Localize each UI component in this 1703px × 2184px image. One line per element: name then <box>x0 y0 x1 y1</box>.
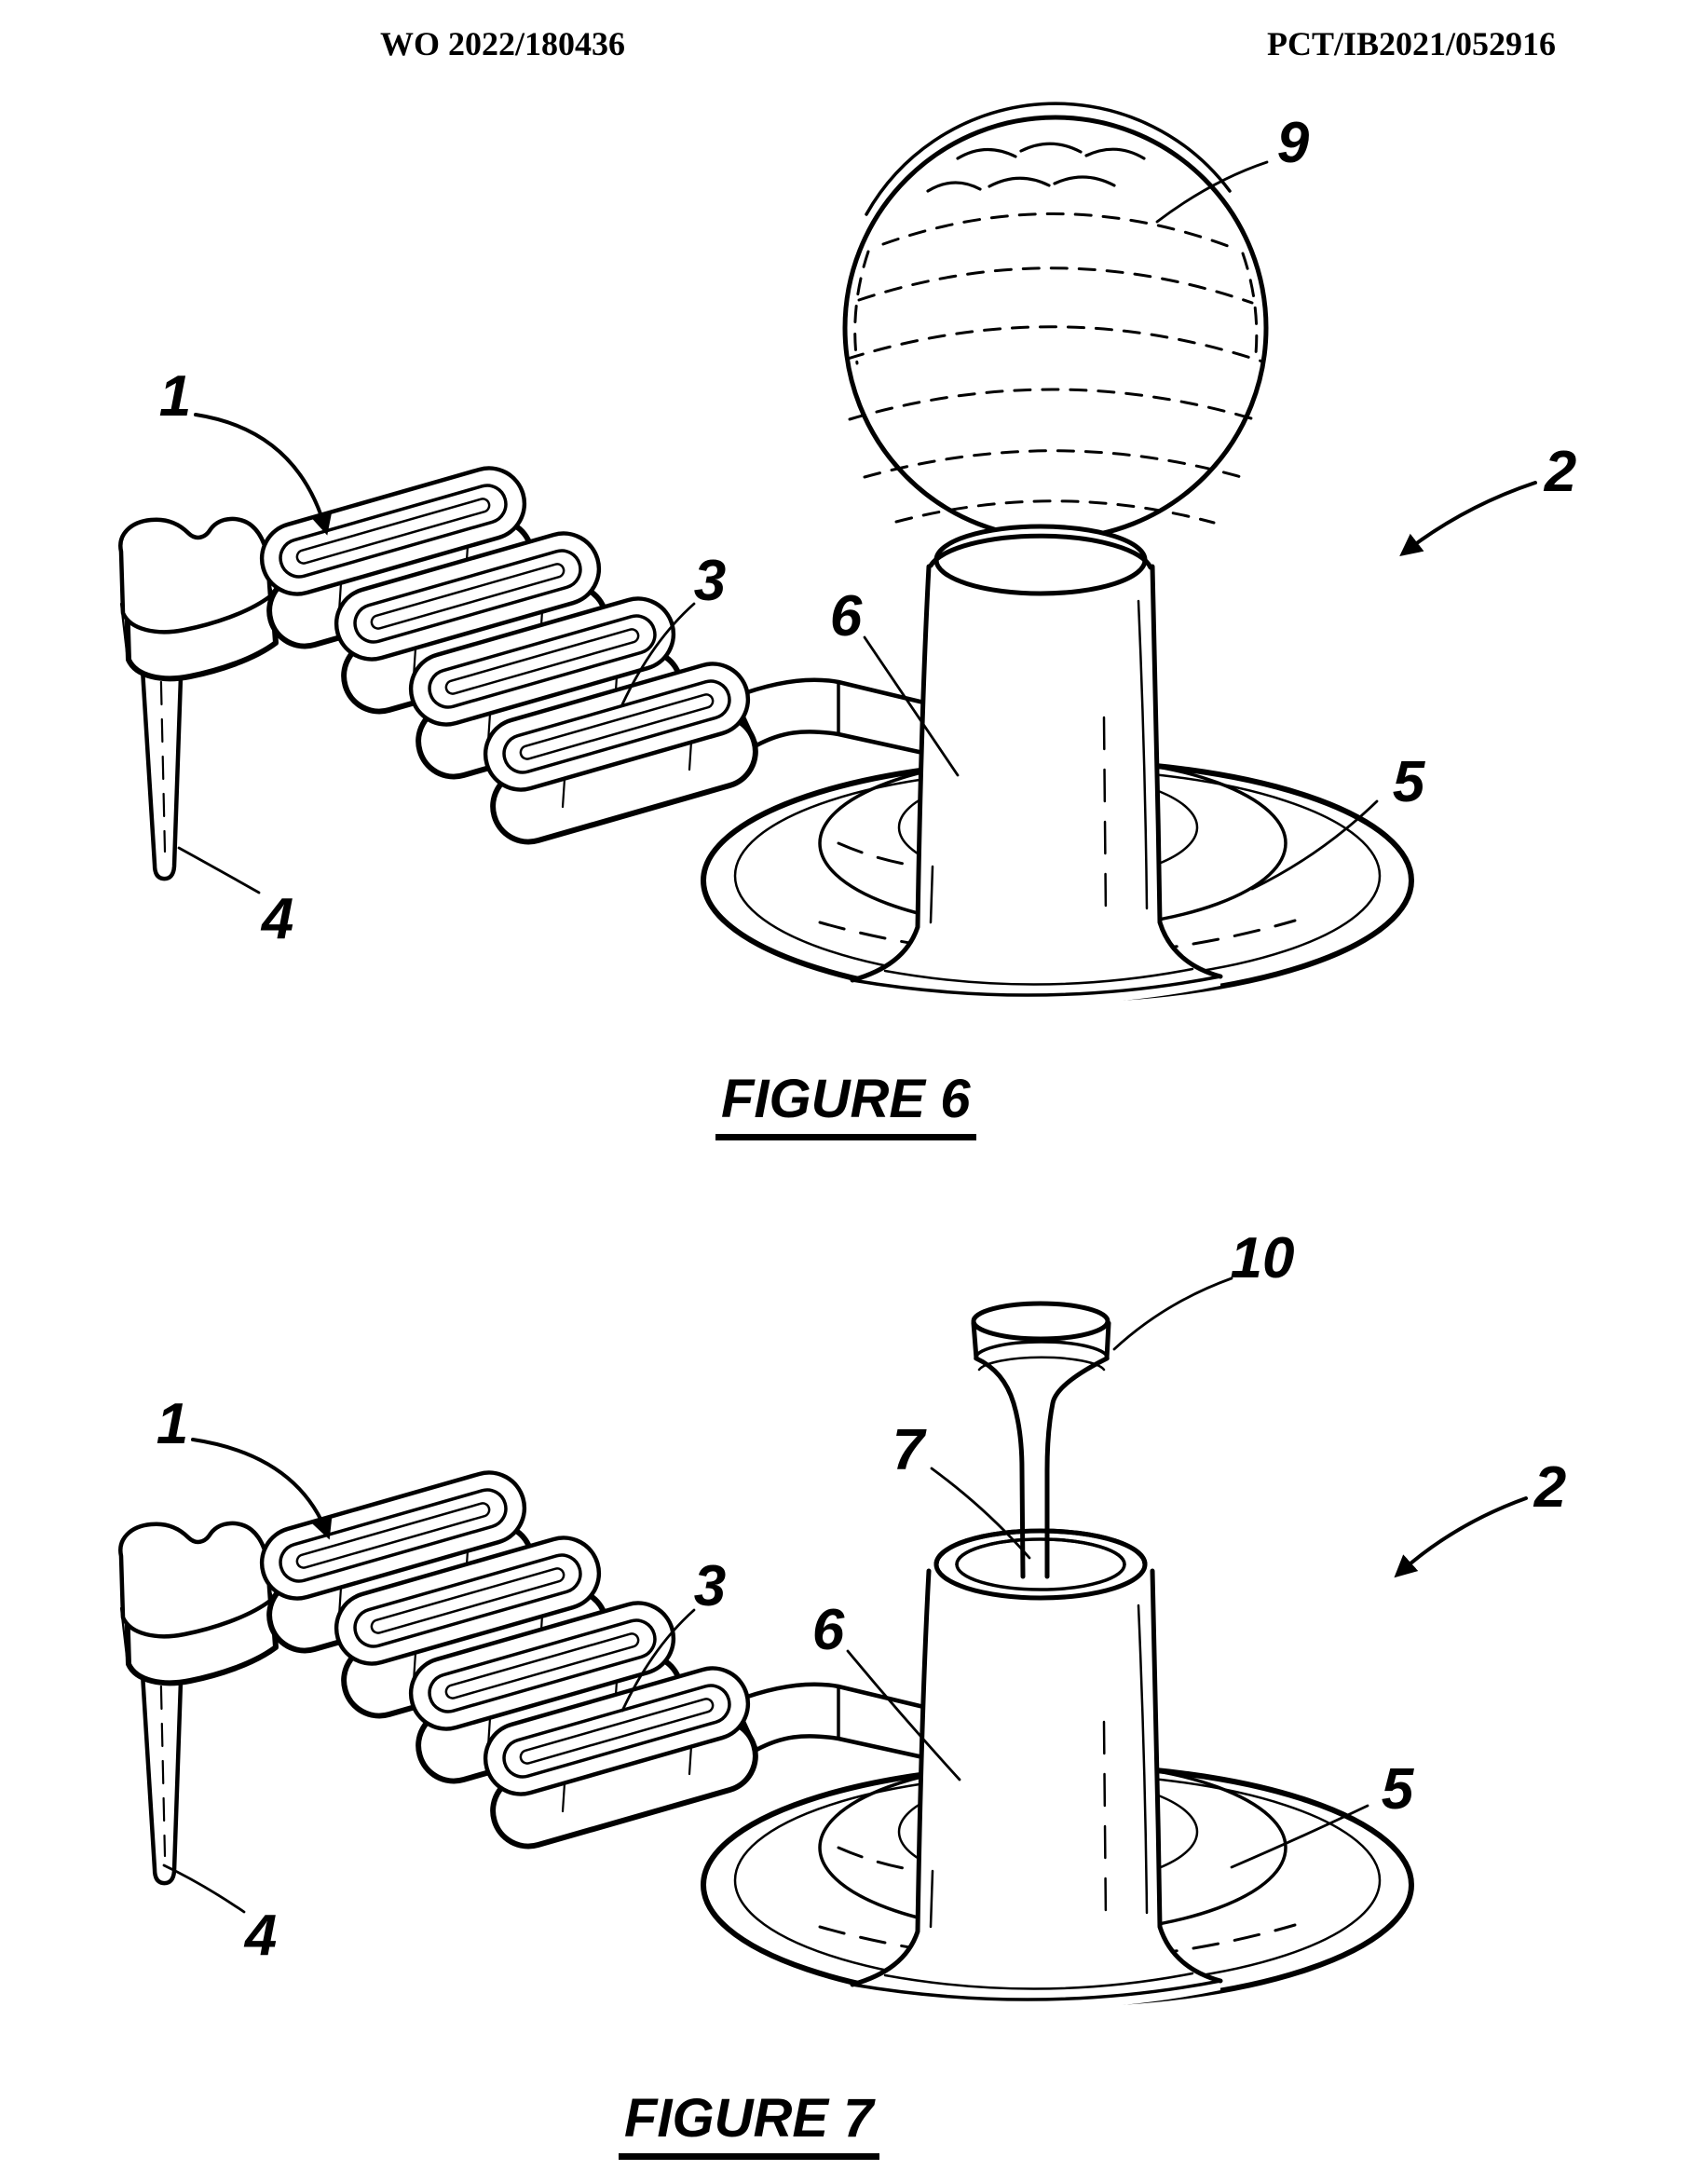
leader-line-6 <box>863 635 960 777</box>
ref-label-3: 3 <box>694 549 726 613</box>
assembly-arrow-1 <box>194 413 333 536</box>
ref-label-5: 5 <box>1382 1757 1415 1822</box>
strip-arm <box>734 1685 932 1759</box>
assembly-arrow-1 <box>191 1438 333 1540</box>
assembly-arrow-2 <box>1399 481 1537 556</box>
publication-number: WO 2022/180436 <box>380 25 626 62</box>
ref-label-10: 10 <box>1231 1226 1295 1290</box>
leader-line-6 <box>846 1649 961 1781</box>
leader-line-4 <box>162 1863 246 1914</box>
ref-label-2: 2 <box>1544 440 1576 504</box>
leader-line-7 <box>930 1467 1031 1560</box>
figure7-drawing: 1 10 7 3 6 2 5 4 <box>120 1226 1566 2010</box>
figure6-caption: FIGURE 6 <box>715 1068 976 1140</box>
ref-label-2: 2 <box>1533 1455 1566 1520</box>
ref-label-6: 6 <box>812 1598 845 1662</box>
ref-label-5: 5 <box>1393 750 1426 814</box>
leader-line-10 <box>1112 1276 1233 1351</box>
ref-label-4: 4 <box>260 887 293 951</box>
ref-label-7: 7 <box>892 1418 927 1482</box>
ref-label-3: 3 <box>694 1554 726 1618</box>
leader-line-5 <box>1230 1804 1369 1869</box>
ref-label-4: 4 <box>243 1904 277 1968</box>
ref-label-6: 6 <box>830 584 863 648</box>
leader-line-4 <box>177 846 261 894</box>
anchor-strip <box>120 460 764 880</box>
leader-line-5 <box>1250 799 1379 891</box>
leader-line-3 <box>620 602 696 706</box>
golf-ball <box>842 102 1269 541</box>
anchor-strip <box>120 1465 764 1884</box>
ball-dimples <box>846 142 1264 525</box>
holder-rim <box>928 524 1153 596</box>
assembly-arrow-2 <box>1394 1496 1528 1578</box>
figure7-caption: FIGURE 7 <box>619 2087 879 2160</box>
golf-tee <box>971 1301 1111 1579</box>
application-number: PCT/IB2021/052916 <box>1267 25 1557 62</box>
figure6-drawing: 1 9 3 6 2 5 4 <box>120 102 1576 1005</box>
ref-label-1: 1 <box>157 1392 188 1456</box>
ref-label-1: 1 <box>159 364 191 429</box>
holder-rim-front <box>933 1528 1148 1567</box>
leader-line-3 <box>620 1608 696 1713</box>
ref-label-9: 9 <box>1277 111 1310 175</box>
leader-line-9 <box>1155 160 1269 224</box>
